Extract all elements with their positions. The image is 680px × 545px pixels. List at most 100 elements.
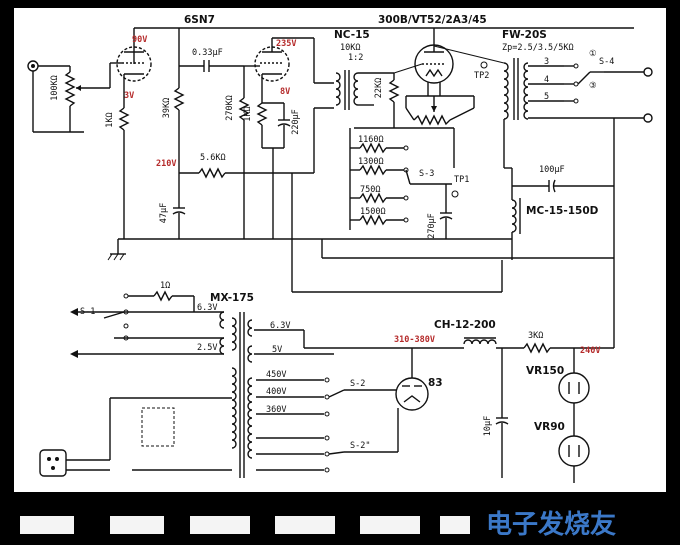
r-1500-label: 1500Ω — [360, 207, 386, 217]
vr90-tube — [558, 435, 590, 483]
cathode-network-2 — [256, 74, 291, 239]
footer-block — [20, 516, 74, 534]
tap-25: 2.5V — [197, 343, 217, 353]
c-k2-label: 220μF — [291, 109, 301, 135]
r-1ohm-label: 1Ω — [160, 281, 170, 291]
tp1-terminal — [451, 190, 459, 198]
r-vol-label: 100KΩ — [50, 75, 60, 101]
c-270-label: 270μF — [427, 213, 437, 239]
ot-tap-4: 4 — [544, 75, 549, 85]
v2-label: 3V — [124, 91, 134, 101]
nc15-label: NC-15 — [334, 29, 370, 41]
plate-resistor-39k — [173, 28, 185, 173]
s1-label: S-1 — [80, 307, 95, 317]
ot-tap-5: 5 — [544, 92, 549, 102]
vr150-label: VR150 — [526, 365, 564, 377]
filament-hum-pot — [405, 95, 475, 168]
decoupling-resistor — [179, 107, 334, 179]
c-100-label: 100μF — [539, 165, 565, 175]
v3-label: 235V — [276, 39, 296, 49]
s3-label: S-3 — [419, 169, 434, 179]
s2b-label: S-2" — [350, 441, 370, 451]
tap-360: 360V — [266, 405, 286, 415]
coupling-cap — [179, 60, 244, 72]
tap-63a: 6.3V — [197, 303, 217, 313]
tp2-terminal — [480, 61, 488, 69]
fw20s-zp-label: Zp=2.5/3.5/5KΩ — [502, 43, 574, 53]
tube-driver-label: 6SN7 — [184, 14, 215, 26]
tp2-label: TP2 — [474, 71, 489, 81]
interstage-transformer — [335, 70, 394, 110]
power-transformer — [231, 312, 253, 478]
r-p1-label: 39KΩ — [162, 98, 172, 118]
volume-pot — [64, 66, 110, 132]
r-1160-label: 1160Ω — [358, 135, 384, 145]
fw20s-label: FW-20S — [502, 29, 547, 41]
v7-label: 240V — [580, 346, 600, 356]
filter-cap — [495, 348, 509, 478]
nc15-ratio-b: 1:2 — [348, 53, 363, 63]
s4-pos-3: ③ — [589, 81, 597, 91]
vr150-tube — [558, 358, 590, 436]
nc15-ratio-a: 10KΩ — [340, 43, 360, 53]
footer-bar — [0, 492, 680, 545]
r-dec-label: 5.6KΩ — [200, 153, 226, 163]
tube-83-rectifier — [303, 330, 464, 411]
ot-tap-3: 3 — [544, 57, 549, 67]
r-3k-label: 3KΩ — [528, 331, 543, 341]
cathode-resistor-1 — [118, 74, 130, 239]
hv-taps — [256, 377, 399, 473]
c-10-label: 10μF — [483, 416, 493, 436]
mains-input — [39, 397, 232, 477]
vr90-label: VR90 — [534, 421, 565, 433]
footer-block — [110, 516, 164, 534]
footer-block — [275, 516, 335, 534]
s2-label: S-2 — [350, 379, 365, 389]
v6-label: 310-380V — [394, 335, 435, 345]
footer-block — [360, 516, 420, 534]
r-22k-label: 22KΩ — [374, 78, 384, 98]
r-k1-label: 1KΩ — [105, 112, 115, 127]
c-dec-label: 47μF — [159, 203, 169, 223]
amplifier-schematic: 100KΩ 6SN7 90V 3V 1KΩ 39KΩ 0.33μF 270 — [27, 14, 653, 483]
v5-label: 210V — [156, 159, 176, 169]
speaker-selector-s4 — [564, 63, 653, 123]
heater-switch-s1 — [103, 290, 195, 341]
r-1300-label: 1300Ω — [358, 157, 384, 167]
decoupling-cap — [172, 173, 186, 239]
dropping-resistor-3k — [523, 342, 614, 354]
tp1-label: TP1 — [454, 175, 469, 185]
tap-450: 450V — [266, 370, 286, 380]
tube-output-label: 300B/VT52/2A3/45 — [378, 14, 487, 26]
tap-63b: 6.3V — [270, 321, 290, 331]
output-transformer — [433, 45, 644, 169]
r-750-label: 750Ω — [360, 185, 380, 195]
grid-resistor-22k — [354, 73, 454, 129]
mx175-label: MX-175 — [210, 292, 254, 304]
filter-choke — [463, 337, 524, 349]
c-couple-label: 0.33μF — [192, 48, 223, 58]
ch12-label: CH-12-200 — [434, 319, 496, 331]
filament-choke — [511, 168, 521, 260]
tap-400: 400V — [266, 387, 286, 397]
heater-windings-left — [70, 308, 225, 358]
grid-resistor-270k — [238, 66, 250, 239]
r-g2-label: 270KΩ — [225, 95, 235, 121]
footer-block — [440, 516, 470, 534]
mc15-label: MC-15-150D — [526, 205, 599, 217]
cathode-bypass-cap — [439, 184, 453, 239]
tube-6sn7-b — [244, 38, 290, 82]
tube-300b — [393, 28, 454, 96]
input-jack — [27, 60, 84, 133]
footer-block — [190, 516, 250, 534]
watermark-logo: 电子发烧友 — [486, 510, 617, 540]
feedback-cap — [512, 118, 615, 348]
s4-pos-1: ① — [589, 49, 597, 59]
cathode-resistor-bank — [349, 128, 452, 230]
r-k2-label: 1KΩ — [243, 106, 253, 121]
v4-label: 8V — [280, 87, 290, 97]
tap-5: 5V — [272, 345, 282, 355]
tube-83-label: 83 — [428, 377, 443, 389]
v1-label: 90V — [132, 35, 147, 45]
s4-label: S-4 — [599, 57, 614, 67]
